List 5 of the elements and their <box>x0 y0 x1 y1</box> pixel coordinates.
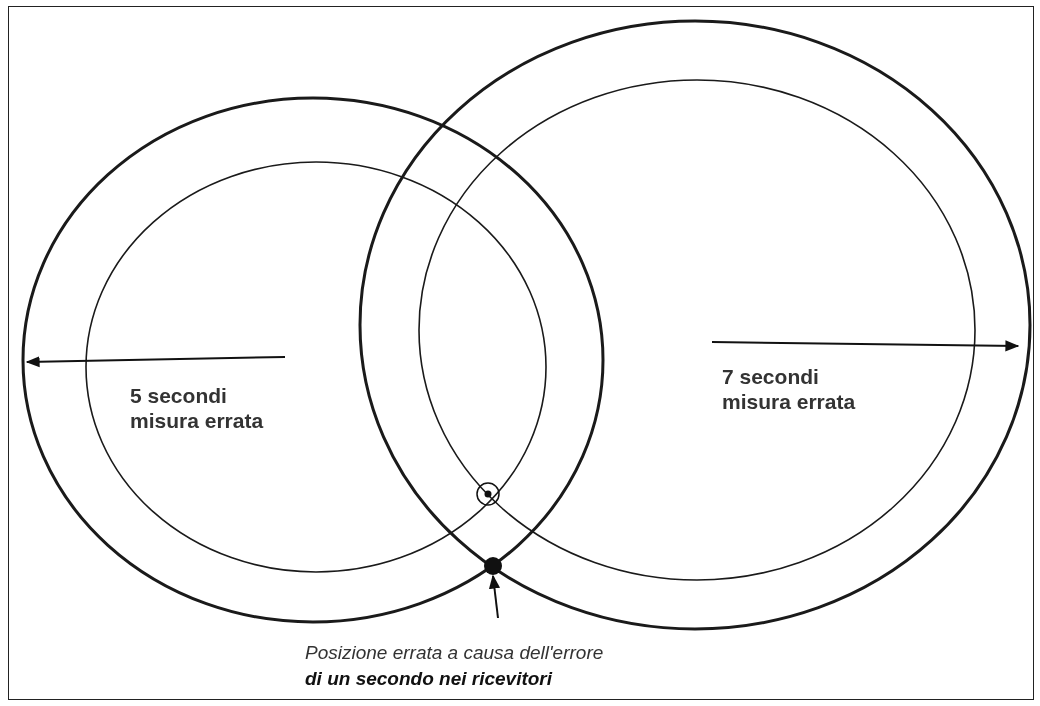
measurement-label: 7 secondi misura errata <box>722 364 857 414</box>
leader-arrow <box>488 574 501 619</box>
measurement-label: 5 secondi misura errata <box>130 383 265 433</box>
annotation-text: Posizione errata a causa dell'errore di un secondo nei ricevitori <box>305 640 604 692</box>
position-dot <box>484 557 502 575</box>
